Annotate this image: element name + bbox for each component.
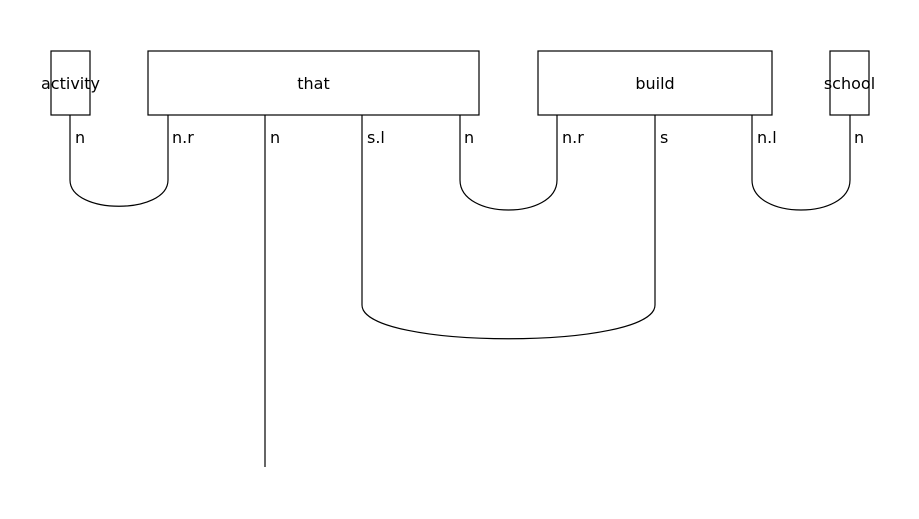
cup-that-build-n [459,115,558,211]
cup-that-build-s [361,115,656,340]
word-label-build: build [635,74,674,93]
wire-label-build-nr: n.r [562,128,584,147]
wire-label-build-s: s [660,128,668,147]
cup-activity-that [69,115,169,207]
word-label-that: that [297,74,330,93]
cup-build-school [751,115,851,211]
wire-label-activity-n: n [75,128,85,147]
word-box-activity: activity [41,50,100,116]
word-box-that: that [147,50,480,116]
wire-label-that-n: n [270,128,280,147]
word-label-school: school [824,74,875,93]
wire-label-school-n: n [854,128,864,147]
word-box-build: build [537,50,773,116]
word-box-school: school [824,50,875,116]
wire-label-that-nr: n.r [172,128,194,147]
wire-label-that-sl: s.l [367,128,385,147]
word-label-activity: activity [41,74,100,93]
wire-label-build-nl: n.l [757,128,777,147]
wire-label-build-n: n [464,128,474,147]
